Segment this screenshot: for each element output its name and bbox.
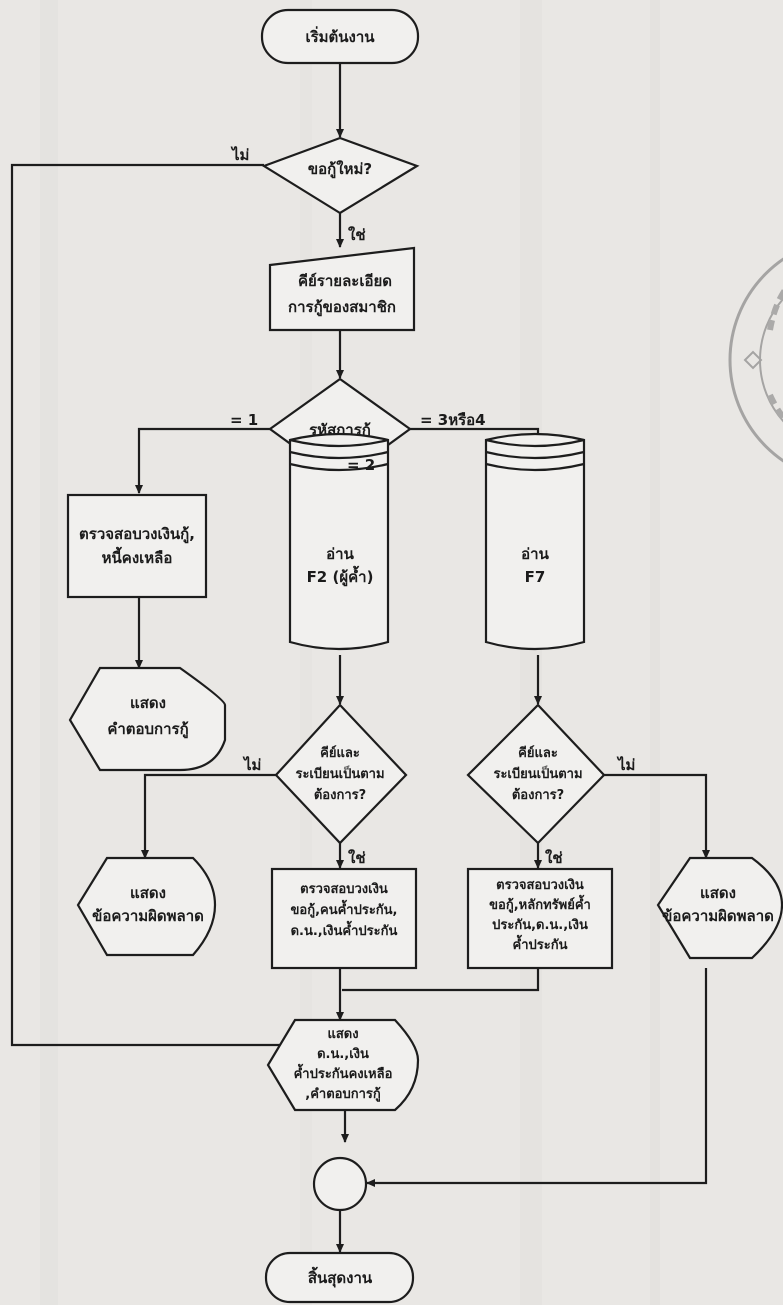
show-answer-display-2: แสดง ด.น.,เงิน ค้ำประกันคงเหลือ ,คำตอบกา… xyxy=(266,1018,420,1112)
key-register-left-line-2: ระเบียนเป็นตาม xyxy=(295,764,384,782)
key-register-left-line-1: คีย์และ xyxy=(320,745,360,761)
edge-no-new-loan: ไม่ xyxy=(230,145,249,164)
key-register-left-line-3: ต้องการ? xyxy=(314,787,366,803)
error-right-line-2: ข้อความผิดพลาด xyxy=(662,907,774,925)
show-answer-2-line-2: ด.น.,เงิน xyxy=(317,1047,369,1062)
check-guarantor-line-1: ตรวจสอบวงเงิน xyxy=(300,882,388,897)
show-answer-1-line-2: คำตอบการกู้ xyxy=(107,720,188,739)
key-details-input: คีย์รายละเอียด การกู้ของสมาชิก xyxy=(268,246,416,332)
key-register-right-line-1: คีย์และ xyxy=(518,745,558,761)
read-f2-line-1: อ่าน xyxy=(326,545,354,563)
key-register-decision-left: คีย์และ ระเบียนเป็นตาม ต้องการ? xyxy=(274,703,408,845)
check-guarantor-line-3: ด.น.,เงินค้ำประกัน xyxy=(291,920,398,939)
key-register-right-line-3: ต้องการ? xyxy=(512,787,564,803)
library-seal-icon xyxy=(728,257,783,463)
show-answer-2-line-4: ,คำตอบการกู้ xyxy=(305,1086,381,1102)
check-limit-process-1: ตรวจสอบวงเงินกู้, หนี้คงเหลือ xyxy=(66,493,208,599)
edge-no-left: ไม่ xyxy=(242,755,261,774)
key-details-line-1: คีย์รายละเอียด xyxy=(298,272,392,290)
check-collateral-line-2: ขอกู้,หลักทรัพย์ค้ำ xyxy=(489,894,591,913)
check-collateral-line-3: ประกัน,ด.น.,เงิน xyxy=(492,918,588,933)
start-label: เริ่มต้นงาน xyxy=(305,26,375,46)
check-guarantor-line-2: ขอกู้,คนค้ำประกัน, xyxy=(291,899,398,918)
show-answer-2-line-3: ค้ำประกันคงเหลือ xyxy=(294,1063,393,1082)
end-terminator: สิ้นสุดงาน xyxy=(264,1251,415,1304)
check-collateral-line-1: ตรวจสอบวงเงิน xyxy=(496,878,584,893)
new-loan-label: ขอกู้ใหม่? xyxy=(308,160,372,179)
key-details-line-2: การกู้ของสมาชิก xyxy=(288,298,396,317)
error-left-line-2: ข้อความผิดพลาด xyxy=(92,907,204,925)
check-limit-1-line-2: หนี้คงเหลือ xyxy=(102,546,173,567)
check-collateral-process: ตรวจสอบวงเงิน ขอกู้,หลักทรัพย์ค้ำ ประกัน… xyxy=(466,867,614,970)
check-limit-1-line-1: ตรวจสอบวงเงินกู้, xyxy=(79,525,195,544)
edge-yes-left: ใช่ xyxy=(348,849,366,867)
show-answer-1-line-1: แสดง xyxy=(130,694,166,712)
check-collateral-line-4: ค้ำประกัน xyxy=(513,934,568,953)
read-f2-line-2: F2 (ผู้ค้ำ) xyxy=(307,565,374,587)
read-f7-line-1: อ่าน xyxy=(521,545,549,563)
read-f2-storage: อ่าน F2 (ผู้ค้ำ) xyxy=(288,432,390,651)
edge-labels: ไม่ ใช่ = 1 = 3หรือ4 = 2 ไม่ ใช่ ใช่ ไม่ xyxy=(230,145,635,867)
error-left-line-1: แสดง xyxy=(130,884,166,902)
new-loan-decision: ขอกู้ใหม่? xyxy=(261,136,420,215)
error-display-left: แสดง ข้อความผิดพลาด xyxy=(76,856,217,957)
check-guarantor-process: ตรวจสอบวงเงิน ขอกู้,คนค้ำประกัน, ด.น.,เง… xyxy=(270,867,418,970)
error-display-right: แสดง ข้อความผิดพลาด xyxy=(656,856,783,960)
edge-code-1: = 1 xyxy=(230,411,258,429)
start-terminator: เริ่มต้นงาน xyxy=(260,8,420,65)
merge-connector xyxy=(312,1156,368,1212)
edge-no-right: ไม่ xyxy=(616,755,635,774)
read-f7-storage: อ่าน F7 xyxy=(484,432,586,651)
key-register-decision-right: คีย์และ ระเบียนเป็นตาม ต้องการ? xyxy=(466,703,606,845)
edge-yes-right: ใช่ xyxy=(545,849,563,867)
key-register-right-line-2: ระเบียนเป็นตาม xyxy=(493,764,582,782)
read-f7-line-2: F7 xyxy=(525,568,546,586)
end-label: สิ้นสุดงาน xyxy=(308,1266,373,1288)
edge-code-2: = 2 xyxy=(347,456,375,474)
edge-yes-new-loan: ใช่ xyxy=(348,226,366,244)
show-answer-2-line-1: แสดง xyxy=(327,1027,358,1042)
edge-code-3-or-4: = 3หรือ4 xyxy=(420,411,486,429)
error-right-line-1: แสดง xyxy=(700,884,736,902)
show-answer-display-1: แสดง คำตอบการกู้ xyxy=(68,666,227,772)
